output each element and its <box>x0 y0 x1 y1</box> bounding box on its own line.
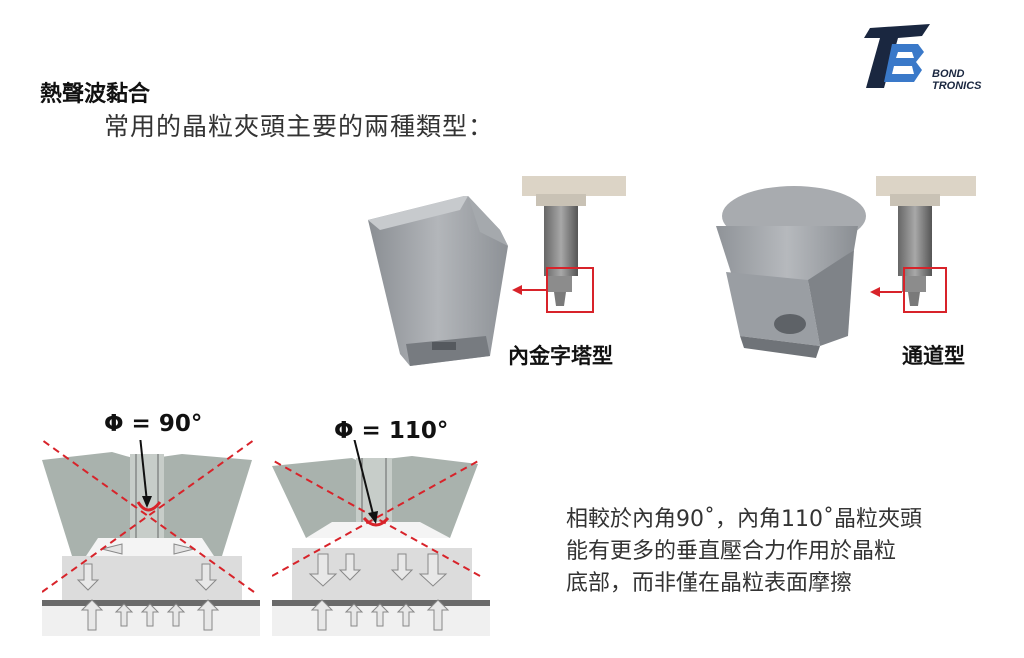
logo-text-bond: BOND <box>932 68 965 80</box>
description-line-3: 底部，而非僅在晶粒表面摩擦 <box>566 571 853 596</box>
channel-type-label: 通道型 <box>902 344 965 368</box>
description-paragraph: 相較於內角90˚，內角110˚晶粒夾頭 能有更多的垂直壓合力作用於晶粒 底部，而… <box>566 504 986 600</box>
cross-section-90-diagram <box>42 440 260 636</box>
pyramid-collet-figure <box>360 176 630 376</box>
bondtronics-logo <box>862 22 932 92</box>
angle-110-label: Φ = 110° <box>334 418 449 444</box>
angle-90-label: Φ = 90° <box>104 411 203 437</box>
channel-collet-figure <box>708 176 978 376</box>
description-line-2: 能有更多的垂直壓合力作用於晶粒 <box>566 539 897 564</box>
page-subtitle: 常用的晶粒夾頭主要的兩種類型： <box>104 112 495 141</box>
page-title: 熱聲波黏合 <box>40 82 151 107</box>
bt-logo-icon <box>864 24 930 88</box>
pyramid-type-label: 內金字塔型 <box>508 344 613 368</box>
description-line-1: 相較於內角90˚，內角110˚晶粒夾頭 <box>566 507 922 532</box>
cross-section-110-diagram <box>272 440 490 636</box>
logo-text-tronics: TRONICS <box>932 80 982 92</box>
